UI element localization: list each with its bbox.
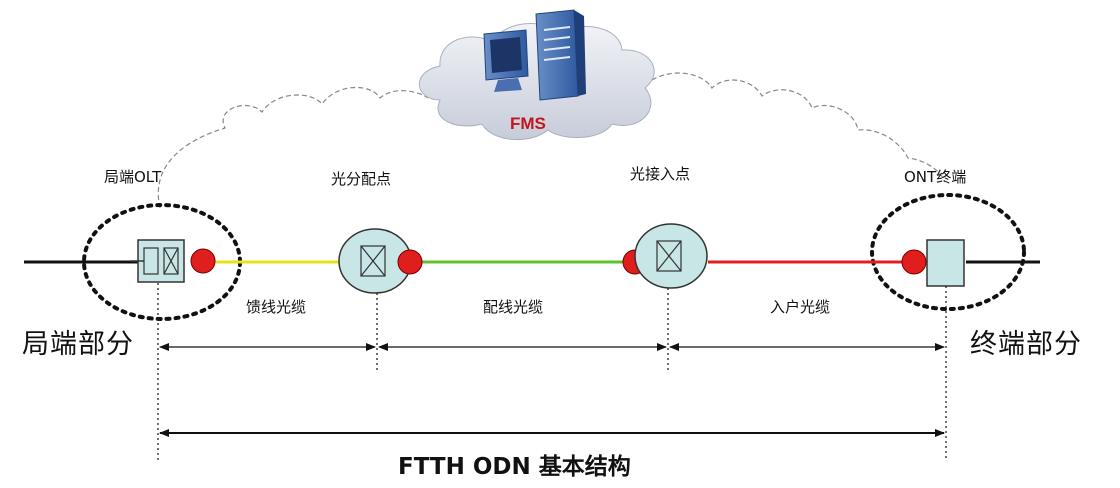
splitter-label: 光分配点 xyxy=(331,170,392,188)
reference-lines xyxy=(157,283,947,460)
distribution-cable-label: 配线光缆 xyxy=(483,298,544,316)
feeder-cable-label: 馈线光缆 xyxy=(246,298,307,316)
fms-label: FMS xyxy=(510,114,546,133)
fms-management-link-right xyxy=(651,72,946,183)
drop-cable-label: 入户光缆 xyxy=(770,298,831,316)
olt-connector xyxy=(190,248,216,274)
fms-cloud xyxy=(418,23,655,141)
ont-section-label: 终端部分 xyxy=(970,329,1082,360)
splitter-connector xyxy=(397,249,423,275)
access-point-device xyxy=(634,223,708,289)
olt-device xyxy=(130,239,185,283)
server-icon xyxy=(535,9,586,101)
access-point-label: 光接入点 xyxy=(630,165,691,183)
olt-section-label: 局端部分 xyxy=(22,329,134,360)
splitter-device xyxy=(338,228,412,294)
diagram-title: FTTH ODN 基本结构 xyxy=(398,454,631,480)
ont-connector xyxy=(901,249,927,275)
computer-icon xyxy=(483,29,529,92)
olt-label: 局端OLT xyxy=(104,168,162,186)
ont-label: ONT终端 xyxy=(904,168,967,186)
fms-management-link-left xyxy=(157,86,429,209)
ont-section-boundary xyxy=(870,193,1026,311)
ont-device xyxy=(926,239,965,287)
